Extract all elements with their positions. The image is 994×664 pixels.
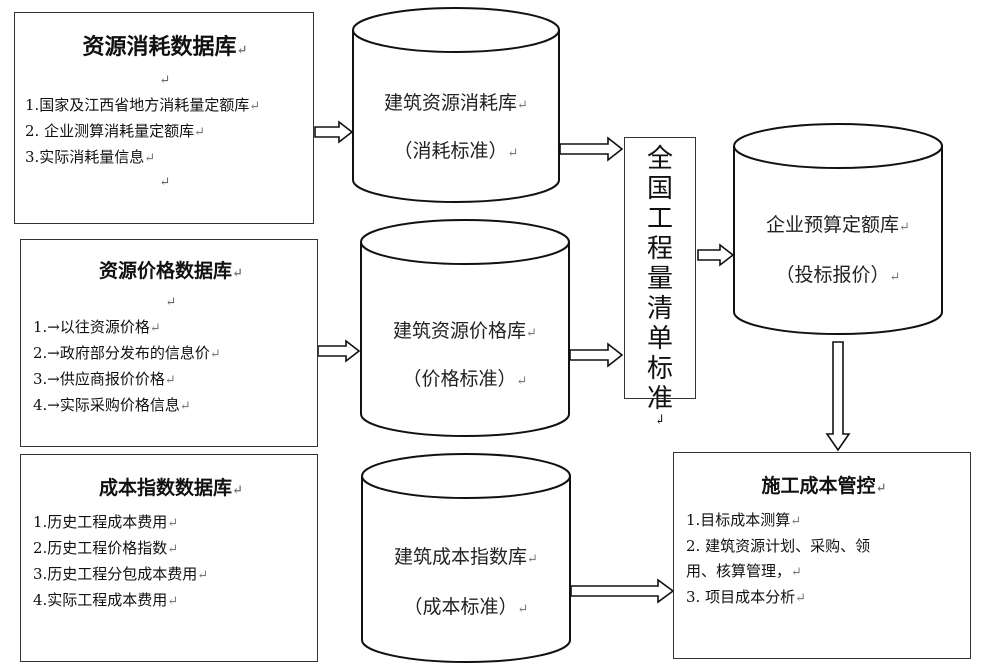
box-index-title: 成本指数数据库↵ bbox=[99, 477, 243, 499]
box-consumption-item-2: 2. 企业测算消耗量定额库↵ bbox=[25, 122, 205, 140]
cylinder-quota-sub: （投标报价）↵ bbox=[775, 264, 901, 286]
standard-paragraph-mark: ↲ bbox=[654, 413, 666, 428]
box-control-item-3: 3. 项目成本分析↵ bbox=[686, 588, 806, 606]
standard-char-9: 准 bbox=[646, 384, 673, 414]
box-index-item-2: 2.历史工程价格指数↵ bbox=[33, 539, 179, 557]
standard-char-6: 清 bbox=[646, 294, 673, 324]
box-index-db: 成本指数数据库↵ 1.历史工程成本费用↵ 2.历史工程价格指数↵ 3.历史工程分… bbox=[20, 454, 318, 662]
box-price-item-4: 4.→实际采购价格信息↵ bbox=[33, 396, 191, 414]
cylinder-consumption-sub: （消耗标准）↵ bbox=[393, 140, 519, 162]
cylinder-price-name: 建筑资源价格库↵ bbox=[393, 320, 537, 342]
cylinder-quota bbox=[733, 123, 943, 335]
box-national-bill-standard: 全 国 工 程 量 清 单 标 准 ↲ bbox=[624, 137, 696, 428]
cylinder-index bbox=[361, 453, 571, 663]
blank-line: ↵ bbox=[159, 175, 171, 190]
box-control-item-2-cont: 用、核算管理，↵ bbox=[686, 562, 802, 580]
box-index-item-3: 3.历史工程分包成本费用↵ bbox=[33, 565, 209, 583]
cylinder-price bbox=[360, 219, 570, 437]
box-index-item-4: 4.实际工程成本费用↵ bbox=[33, 591, 179, 609]
standard-char-7: 单 bbox=[646, 324, 673, 354]
cylinder-index-name: 建筑成本指数库↵ bbox=[394, 546, 538, 568]
standard-char-5: 量 bbox=[646, 264, 673, 294]
cylinder-price-sub: （价格标准）↵ bbox=[402, 368, 528, 390]
standard-char-3: 工 bbox=[646, 204, 673, 234]
cylinder-consumption bbox=[352, 7, 560, 203]
standard-char-2: 国 bbox=[646, 174, 673, 204]
standard-char-4: 程 bbox=[646, 234, 673, 264]
arrow-index-to-control bbox=[570, 578, 675, 604]
box-consumption-db: 资源消耗数据库↵ ↵ 1.国家及江西省地方消耗量定额库↵ 2. 企业测算消耗量定… bbox=[14, 12, 314, 224]
box-price-db: 资源价格数据库↵ ↵ 1.→以往资源价格↵ 2.→政府部分发布的信息价↵ 3.→… bbox=[20, 239, 318, 447]
arrow-consumption-to-cylinder bbox=[314, 120, 354, 144]
box-price-item-2: 2.→政府部分发布的信息价↵ bbox=[33, 344, 221, 362]
cylinder-quota-name: 企业预算定额库↵ bbox=[766, 214, 910, 236]
cylinder-index-sub: （成本标准）↵ bbox=[403, 596, 529, 618]
cylinder-consumption-name: 建筑资源消耗库↵ bbox=[384, 92, 528, 114]
box-cost-control: 施工成本管控↵ 1.目标成本测算↵ 2. 建筑资源计划、采购、领 用、核算管理，… bbox=[673, 452, 971, 659]
arrow-cylinder-to-standard-1 bbox=[559, 136, 624, 162]
box-control-item-2: 2. 建筑资源计划、采购、领 bbox=[686, 537, 871, 555]
box-price-title: 资源价格数据库↵ bbox=[99, 260, 243, 282]
arrow-quota-to-control bbox=[825, 341, 851, 452]
arrow-cylinder-to-standard-2 bbox=[569, 342, 624, 368]
blank-line: ↵ bbox=[165, 295, 177, 310]
box-index-item-1: 1.历史工程成本费用↵ bbox=[33, 513, 179, 531]
box-consumption-item-3: 3.实际消耗量信息↵ bbox=[25, 148, 156, 166]
box-price-item-3: 3.→供应商报价价格↵ bbox=[33, 370, 176, 388]
arrow-price-to-cylinder bbox=[317, 339, 361, 363]
box-price-item-1: 1.→以往资源价格↵ bbox=[33, 318, 161, 336]
box-consumption-title: 资源消耗数据库↵ bbox=[82, 34, 248, 60]
arrow-standard-to-quota bbox=[697, 243, 735, 267]
standard-char-8: 标 bbox=[646, 354, 673, 384]
blank-line: ↵ bbox=[159, 73, 171, 88]
box-control-title: 施工成本管控↵ bbox=[761, 475, 887, 497]
box-consumption-item-1: 1.国家及江西省地方消耗量定额库↵ bbox=[25, 96, 261, 114]
box-control-item-1: 1.目标成本测算↵ bbox=[686, 511, 802, 529]
standard-char-1: 全 bbox=[646, 144, 673, 174]
